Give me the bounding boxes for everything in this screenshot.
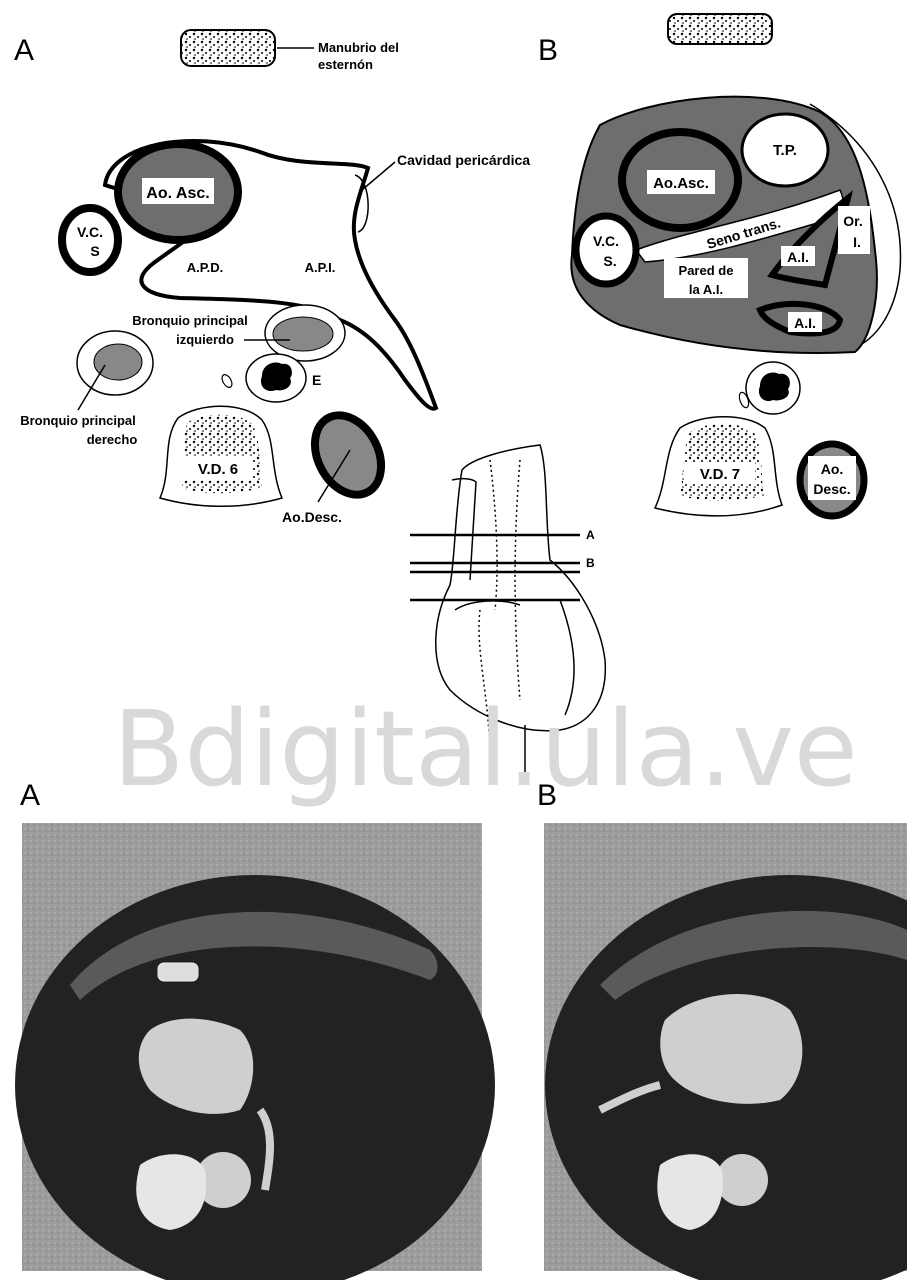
left-bronchus-lumen	[273, 317, 333, 351]
label-ai-2: A.I.	[794, 315, 816, 331]
label-e: E	[312, 372, 321, 388]
label-manubrio-2: esternón	[318, 57, 373, 72]
manubrium-shape	[181, 30, 275, 66]
label-vd6: V.D. 6	[198, 461, 238, 478]
label-pared-1: Pared de	[679, 263, 734, 278]
small-vessel-a	[220, 373, 234, 389]
esophagus-b-lumen	[759, 373, 790, 402]
label-ao-desc-b-2: Desc.	[813, 481, 850, 497]
esophagus-lumen	[261, 363, 292, 392]
label-bronquio-der-1: Bronquio principal	[20, 413, 136, 428]
label-apd: A.P.D.	[187, 260, 224, 275]
manubrium-b-shape	[668, 14, 772, 44]
label-ao-asc: Ao. Asc.	[146, 185, 209, 202]
ct-image-a	[15, 823, 495, 1280]
label-ao-asc-b: Ao.Asc.	[653, 175, 709, 192]
label-or-1: Or.	[843, 213, 862, 229]
ct-b-descending-aorta	[716, 1154, 768, 1206]
label-manubrio-1: Manubrio del	[318, 40, 399, 55]
ct-image-b	[544, 823, 907, 1280]
watermark-text: Bdigital.ula.ve	[113, 688, 858, 810]
heart-level-a-label: A	[586, 528, 595, 542]
label-tp: T.P.	[773, 142, 797, 159]
label-ai-1: A.I.	[787, 249, 809, 265]
label-vcs-b-1: V.C.	[593, 233, 619, 249]
descending-aorta-shape	[302, 404, 394, 506]
label-pared-2: la A.I.	[689, 282, 723, 297]
svc-shape	[62, 208, 118, 272]
label-ao-desc: Ao.Desc.	[282, 509, 342, 525]
diagram-b: T.P. Ao.Asc. Seno trans. V.C. S. A.I. Or…	[571, 14, 900, 516]
label-cavidad: Cavidad pericárdica	[397, 152, 530, 168]
label-bronquio-izq-2: izquierdo	[176, 332, 234, 347]
label-ao-desc-b-1: Ao.	[821, 461, 844, 477]
panel-label-a-top: A	[14, 34, 34, 67]
panel-label-b-top: B	[538, 34, 558, 67]
label-bronquio-der-2: derecho	[87, 432, 138, 447]
av-groove	[455, 601, 520, 610]
diagram-a: Manubrio del esternón Cavidad pericárdic…	[20, 30, 530, 525]
label-vcs-b-2: S.	[603, 253, 616, 269]
label-vcs-1: V.C.	[77, 224, 103, 240]
label-vcs-2: S	[90, 243, 99, 259]
heart-level-b-label: B	[586, 556, 595, 570]
right-bronchus-lumen	[94, 344, 142, 380]
label-vd7: V.D. 7	[700, 466, 740, 483]
label-or-2: I.	[853, 234, 861, 250]
label-bronquio-izq-1: Bronquio principal	[132, 313, 248, 328]
label-api: A.P.I.	[305, 260, 336, 275]
posterior-dotted	[515, 460, 520, 700]
ct-a-sternum	[158, 963, 198, 981]
svc-b-shape	[576, 216, 636, 284]
vertebra-d6-body	[182, 415, 262, 494]
panel-label-a-bottom: A	[20, 779, 40, 812]
